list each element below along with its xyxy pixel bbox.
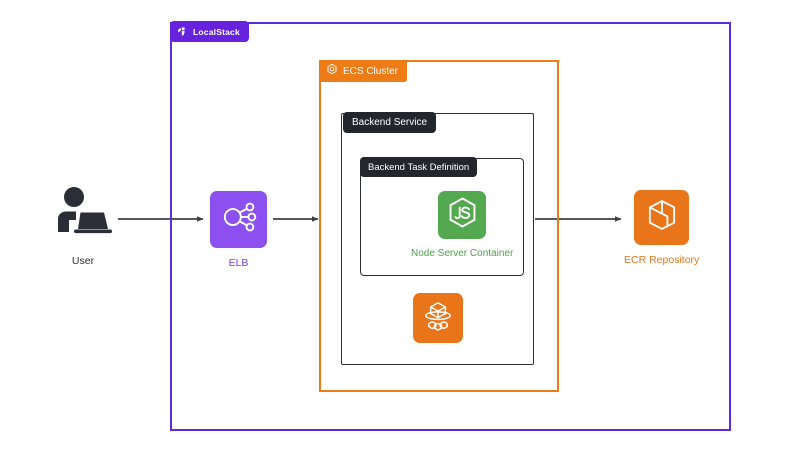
elastic-load-balancer-icon — [220, 198, 258, 241]
node-user[interactable]: User — [52, 186, 114, 267]
ecs-cluster-icon — [326, 62, 338, 80]
localstack-logo-icon — [177, 26, 188, 37]
ecs-service-icon — [420, 298, 456, 339]
localstack-label: LocalStack — [193, 26, 240, 37]
nodejs-tile — [438, 191, 487, 239]
backend-service-label: Backend Service — [352, 117, 428, 128]
elb-tile — [210, 191, 267, 248]
ecs-cluster-badge: ECS Cluster — [319, 60, 408, 82]
elb-label: ELB — [228, 257, 249, 269]
ecs-cluster-label: ECS Cluster — [343, 65, 399, 77]
task-definition-badge: Backend Task Definition — [360, 157, 478, 177]
node-elb[interactable]: ELB — [210, 191, 267, 269]
node-server-container-label: Node Server Container — [411, 248, 514, 259]
node-ecs-service[interactable] — [413, 293, 463, 343]
ecr-tile — [634, 190, 690, 245]
ecr-repository-label: ECR Repository — [624, 254, 700, 266]
backend-service-badge: Backend Service — [343, 112, 437, 133]
localstack-boundary — [170, 22, 731, 431]
user-label: User — [71, 255, 95, 267]
user-at-laptop-icon — [52, 186, 114, 243]
node-ecr-repository[interactable]: ECR Repository — [624, 190, 699, 266]
task-definition-label: Backend Task Definition — [368, 161, 470, 173]
localstack-badge: LocalStack — [170, 21, 249, 42]
ecs-service-tile — [413, 293, 463, 343]
ecs-cluster-boundary — [319, 60, 559, 392]
node-node-server-container[interactable]: Node Server Container — [411, 191, 513, 259]
nodejs-icon — [446, 196, 479, 234]
ecr-repository-icon — [644, 197, 680, 238]
